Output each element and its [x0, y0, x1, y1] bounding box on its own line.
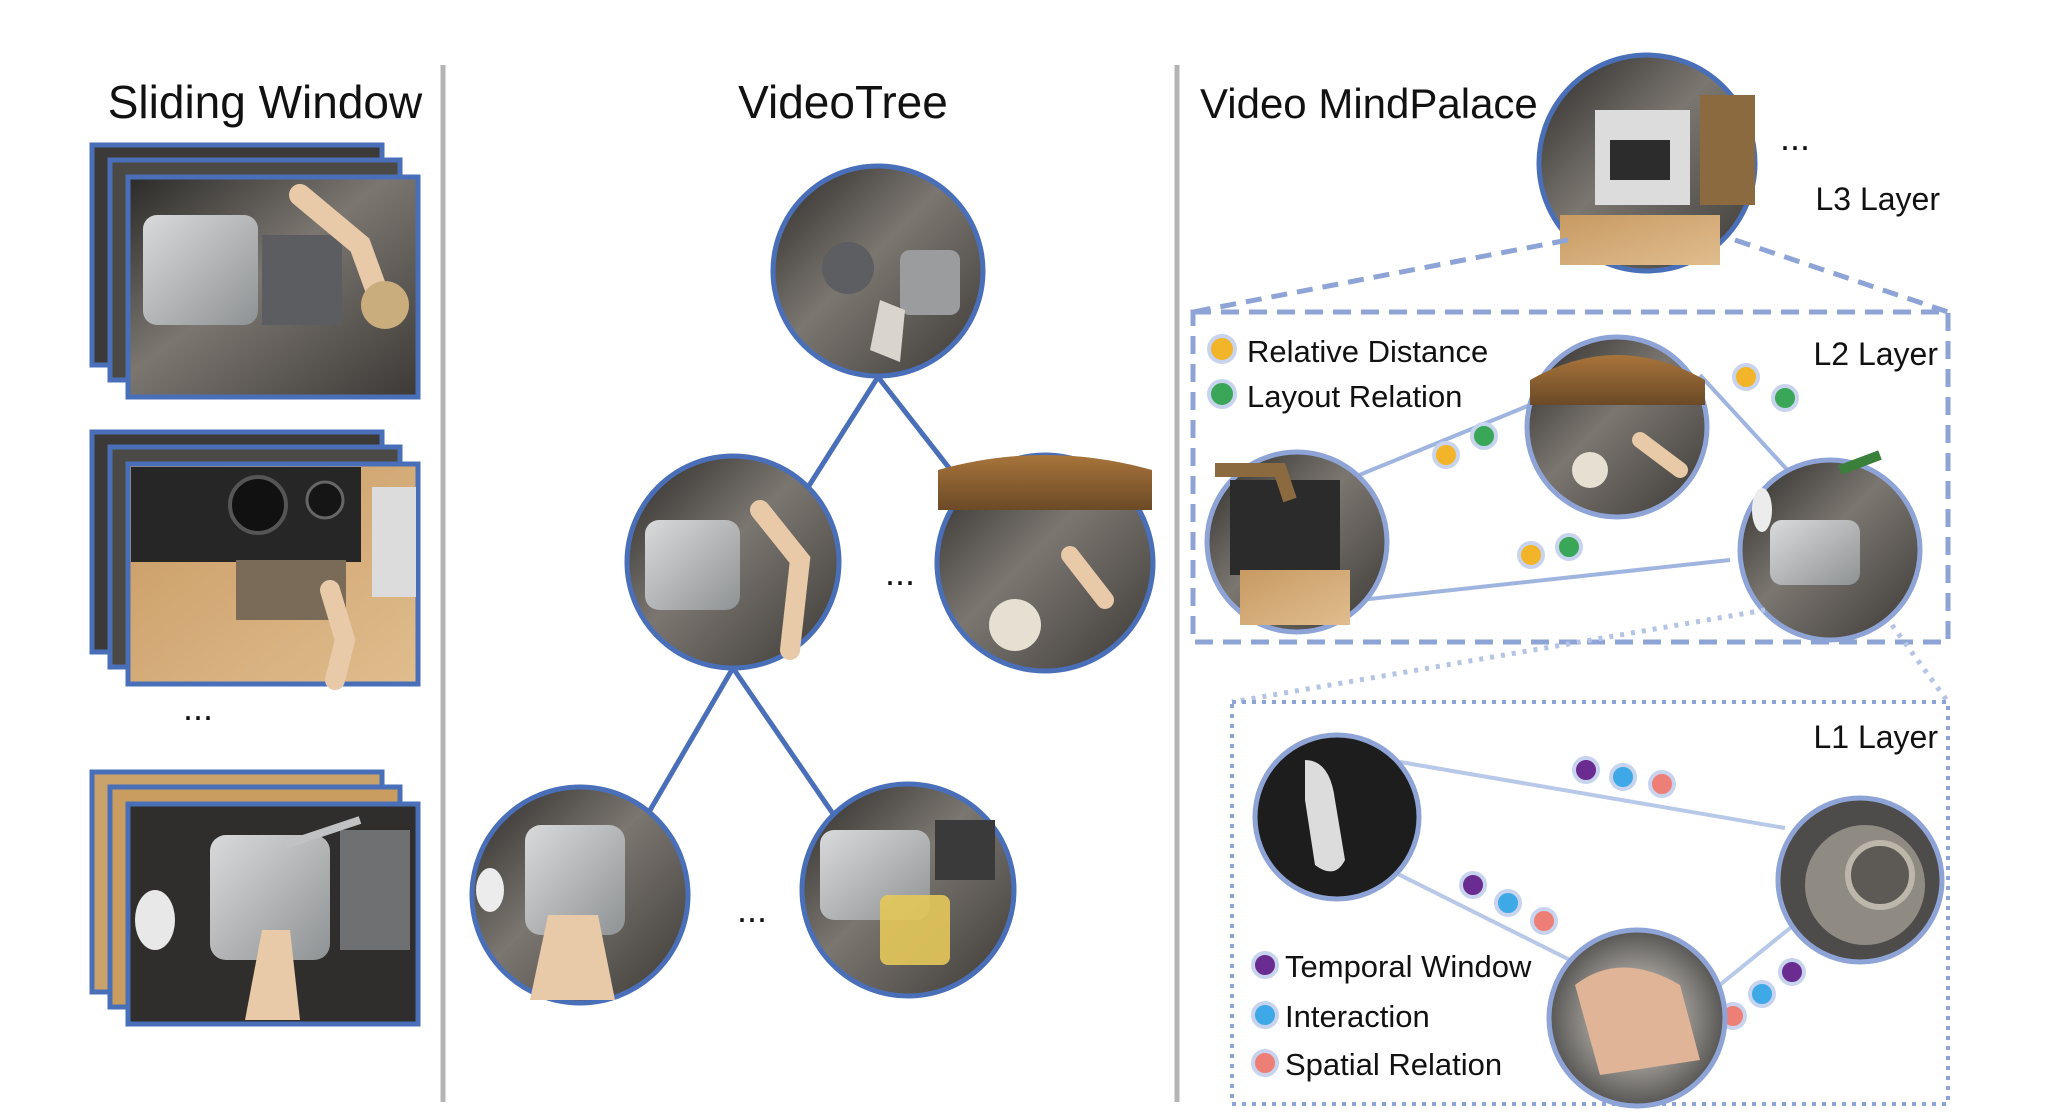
- relation-dot-layout: [1470, 422, 1498, 450]
- l2-l1-connector-left: [1231, 607, 1766, 705]
- relation-dot-spatial: [1530, 907, 1558, 935]
- l2-edge-left-center: [1351, 403, 1531, 480]
- tree-edge-left-leafright: [730, 666, 843, 826]
- tree-node-mid-left: [624, 453, 842, 671]
- l2-l1-connector-right: [1889, 623, 1951, 704]
- mindpalace-title: Video MindPalace: [1200, 80, 1538, 127]
- frame-thumbnail-stove: [125, 461, 421, 690]
- l2-relation-dots: [1432, 363, 1799, 569]
- l1-node-bowl: [1775, 795, 1945, 965]
- legend-interaction: Interaction: [1251, 999, 1430, 1034]
- l1-node-hand: [1546, 927, 1728, 1109]
- legend-temporal-window: Temporal Window: [1251, 949, 1532, 984]
- relation-dot-distance: [1432, 441, 1460, 469]
- l2-edge-center-right: [1698, 373, 1794, 477]
- relation-dot-interaction: [1609, 763, 1637, 791]
- legend-layout-relation: Layout Relation: [1207, 379, 1462, 414]
- l1-relation-dots: [1459, 756, 1806, 1030]
- frame-thumbnail-sink: [125, 174, 421, 400]
- frame-stack-3: [89, 769, 421, 1027]
- l2-edges: [1351, 373, 1794, 602]
- relation-dot-temporal: [1572, 756, 1600, 784]
- l3-ellipsis: ...: [1780, 117, 1810, 158]
- relation-dot-temporal: [1459, 871, 1487, 899]
- frame-stack-2: [89, 429, 421, 690]
- videotree-title: VideoTree: [738, 76, 948, 128]
- l1-edge-left-bottom: [1389, 868, 1581, 967]
- tree-node-leaf-left: [469, 784, 691, 1006]
- frame-thumbnail-washing: [125, 801, 421, 1027]
- relation-dot-layout: [1771, 384, 1799, 412]
- tree-node-mid-right: [934, 452, 1156, 674]
- l1-layer-label: L1 Layer: [1813, 719, 1938, 755]
- legend-temporal-window-label: Temporal Window: [1285, 949, 1532, 984]
- l2-node-center: [1524, 334, 1710, 520]
- legend-relative-distance: Relative Distance: [1207, 334, 1488, 369]
- l3-l2-connector-left: [1192, 237, 1569, 315]
- l3-layer-label: L3 Layer: [1815, 181, 1940, 217]
- sliding-window-title: Sliding Window: [108, 76, 423, 128]
- l2-layer-box: [1190, 309, 1951, 645]
- videotree-ellipsis-level1: ...: [885, 552, 915, 593]
- tree-node-root: [770, 163, 986, 379]
- relation-dot-temporal: [1778, 958, 1806, 986]
- frame-stack-1: [89, 142, 421, 400]
- legend-layout-relation-label: Layout Relation: [1247, 379, 1462, 414]
- l1-legend: Temporal Window Interaction Spatial Rela…: [1251, 949, 1532, 1082]
- relation-dot-interaction: [1748, 980, 1776, 1008]
- tree-edge-left-leafleft: [639, 666, 736, 826]
- videotree-ellipsis-level2: ...: [737, 889, 767, 930]
- relation-dot-layout: [1555, 533, 1583, 561]
- relation-dot-interaction: [1494, 889, 1522, 917]
- l1-edge-top: [1399, 760, 1786, 830]
- l1-node-bottle: [1252, 732, 1422, 902]
- l2-layer-label: L2 Layer: [1813, 336, 1938, 372]
- l2-node-right: [1737, 450, 1923, 643]
- relation-dot-spatial: [1648, 770, 1676, 798]
- l3-l2-connector-right: [1734, 237, 1949, 315]
- l2-edge-left-right: [1359, 558, 1731, 602]
- sliding-window-ellipsis: ...: [183, 687, 213, 728]
- tree-node-leaf-right: [799, 781, 1017, 999]
- legend-interaction-label: Interaction: [1285, 999, 1430, 1034]
- tree-edge-root-left: [795, 375, 881, 505]
- legend-spatial-relation-label: Spatial Relation: [1285, 1047, 1502, 1082]
- legend-relative-distance-label: Relative Distance: [1247, 334, 1488, 369]
- l2-legend: Relative Distance Layout Relation: [1207, 334, 1488, 414]
- l3-node: [1536, 52, 1758, 274]
- relation-dot-distance: [1517, 541, 1545, 569]
- legend-spatial-relation: Spatial Relation: [1251, 1047, 1502, 1082]
- l2-node-left: [1204, 449, 1390, 635]
- relation-dot-distance: [1732, 363, 1760, 391]
